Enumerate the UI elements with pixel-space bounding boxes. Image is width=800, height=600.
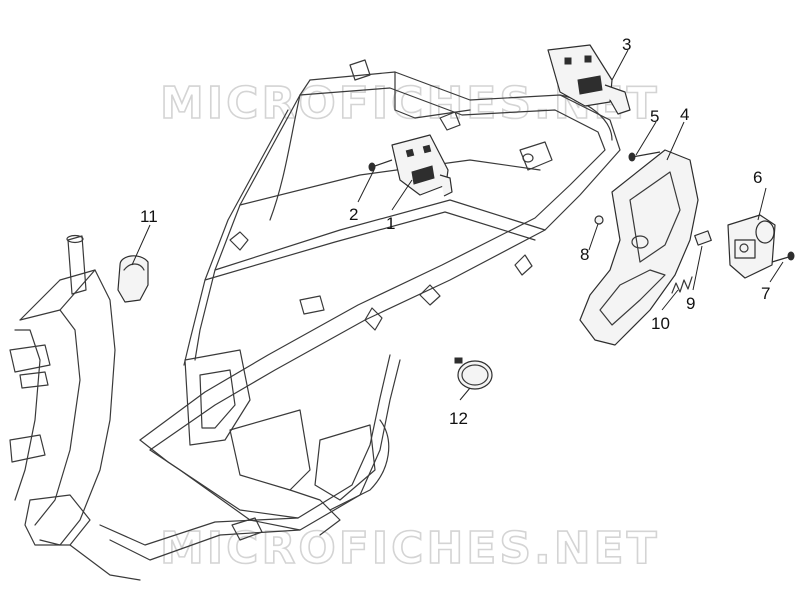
callout-2: 2 [349, 205, 358, 224]
callout-11: 11 [140, 207, 158, 226]
part-6-lock-actuator [727, 214, 776, 279]
callouts: 1 2 3 4 5 6 7 8 9 10 11 12 [140, 35, 770, 428]
callout-4: 4 [680, 105, 689, 124]
watermark-bottom: MICROFICHES.NET [160, 523, 660, 574]
part-9-fitting [694, 230, 712, 246]
part-5-screw [628, 151, 661, 162]
part-10-spring [671, 276, 693, 294]
callout-3: 3 [622, 35, 631, 54]
leader-lines [131, 49, 784, 401]
part-12-hose-clamp [454, 357, 493, 390]
scooter-frame [9, 59, 621, 581]
part-11-cable-clamp [117, 255, 149, 303]
callout-10: 10 [651, 314, 670, 333]
callout-7: 7 [761, 284, 770, 303]
part-8-nut [594, 215, 604, 225]
callout-8: 8 [580, 245, 589, 264]
callout-6: 6 [753, 168, 762, 187]
part-7-screw [771, 251, 795, 263]
part-1-hook-bracket [391, 134, 453, 197]
callout-5: 5 [650, 107, 659, 126]
part-4-shield-plate [579, 149, 699, 346]
callout-9: 9 [686, 294, 695, 313]
part-2-screw [368, 159, 393, 172]
callout-12: 12 [449, 409, 468, 428]
part-3-hook-bracket [547, 44, 631, 115]
callout-1: 1 [386, 214, 395, 233]
